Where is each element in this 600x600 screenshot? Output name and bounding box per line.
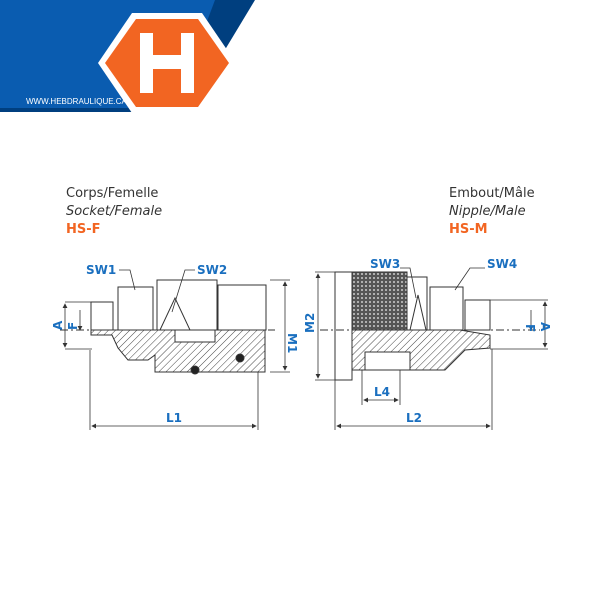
label-a-socket: A [51, 320, 65, 330]
nipple-dimensions [315, 267, 548, 430]
nipple-code: HS-M [449, 222, 488, 237]
label-f-socket: F [66, 322, 80, 330]
nipple-title-fr: Embout/Mâle [449, 186, 535, 201]
label-l1: L1 [166, 411, 182, 425]
label-a-nipple: A [538, 322, 552, 332]
nipple-drawing [320, 271, 540, 381]
label-sw2: SW2 [197, 263, 227, 277]
socket-caption: Corps/Femelle Socket/Female HS-F [66, 185, 162, 239]
label-sw1: SW1 [86, 263, 116, 277]
label-m2: M2 [303, 313, 317, 333]
label-l4: L4 [374, 385, 390, 399]
label-sw4: SW4 [487, 257, 517, 271]
socket-code: HS-F [66, 222, 101, 237]
socket-dimensions [62, 269, 290, 430]
nipple-caption: Embout/Mâle Nipple/Male HS-M [449, 185, 535, 239]
label-f-nipple: F [523, 324, 537, 332]
socket-title-en: Socket/Female [66, 204, 163, 219]
website-url: WWW.HEBDRAULIQUE.CA [26, 97, 127, 106]
label-m1: M1 [285, 333, 299, 353]
label-sw3: SW3 [370, 257, 400, 271]
label-l2: L2 [406, 411, 422, 425]
socket-title-fr: Corps/Femelle [66, 186, 159, 201]
socket-drawing [60, 279, 275, 375]
nipple-title-en: Nipple/Male [449, 204, 526, 219]
logo [98, 13, 236, 113]
